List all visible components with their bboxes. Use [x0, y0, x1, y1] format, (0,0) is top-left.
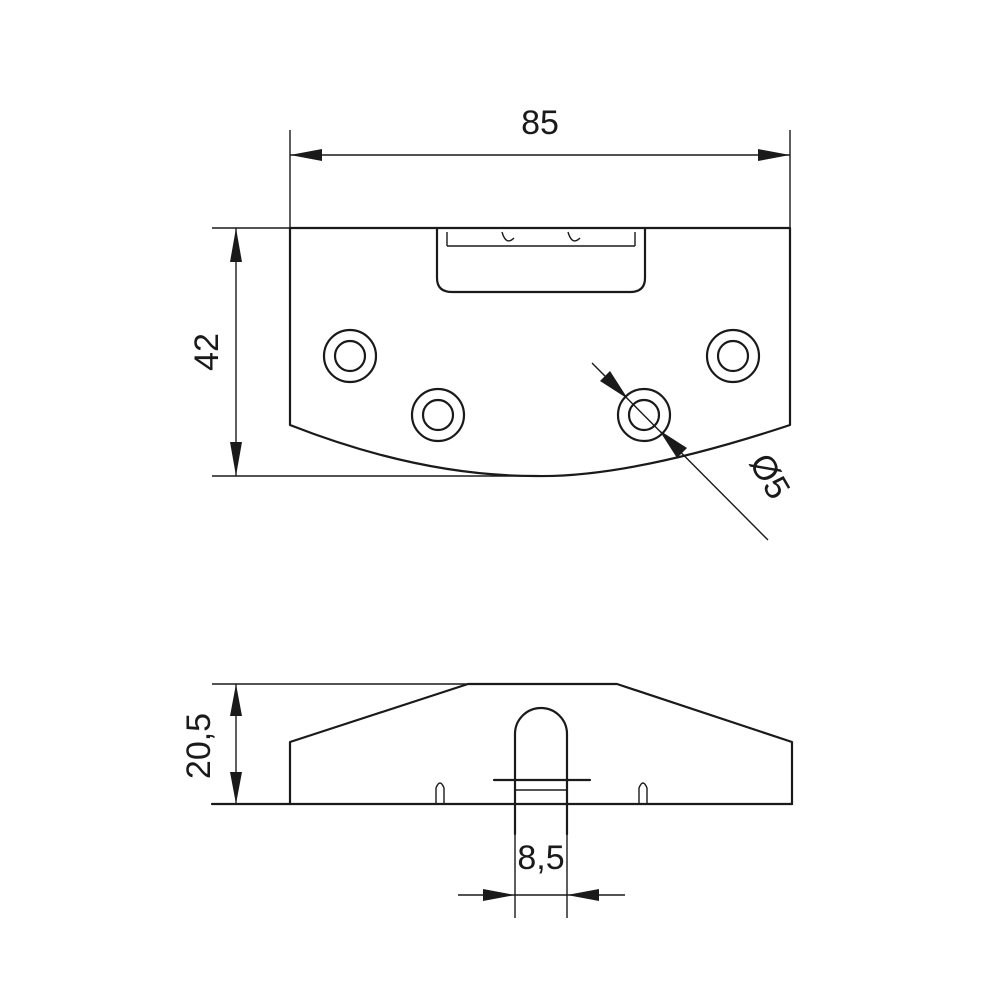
top-view-plate-outline — [288, 226, 792, 478]
dimension-height-side: 20,5 — [180, 684, 242, 804]
side-view-slot — [513, 706, 569, 836]
side-view-clip-right — [638, 782, 648, 804]
top-view-slot-notch-left — [501, 231, 515, 242]
hole-bottom-right — [616, 387, 672, 443]
hole-top-left — [322, 328, 378, 384]
dimension-width-top-label: 85 — [521, 104, 559, 142]
dimension-height-top-label: 42 — [188, 333, 226, 371]
side-view-outline — [288, 682, 794, 806]
dimension-width-top: 85 — [289, 104, 791, 228]
top-view-slot — [435, 226, 647, 294]
dimension-slot-width-label: 8,5 — [517, 839, 564, 877]
dimension-height-side-label: 20,5 — [180, 713, 218, 779]
dimension-hole-diameter-label: Ø5 — [742, 447, 798, 505]
dimension-hole-diameter: Ø5 — [591, 362, 798, 541]
top-view-slot-notch-right — [567, 231, 581, 242]
top-view: 85 42 Ø5 — [188, 104, 798, 541]
dimension-height-top: 42 — [188, 227, 535, 477]
dimension-slot-width: 8,5 — [458, 834, 625, 918]
side-view-clip-left — [435, 782, 445, 804]
hole-top-right — [705, 328, 761, 384]
side-view: 20,5 8,5 — [180, 682, 794, 918]
hole-bottom-left — [410, 387, 466, 443]
